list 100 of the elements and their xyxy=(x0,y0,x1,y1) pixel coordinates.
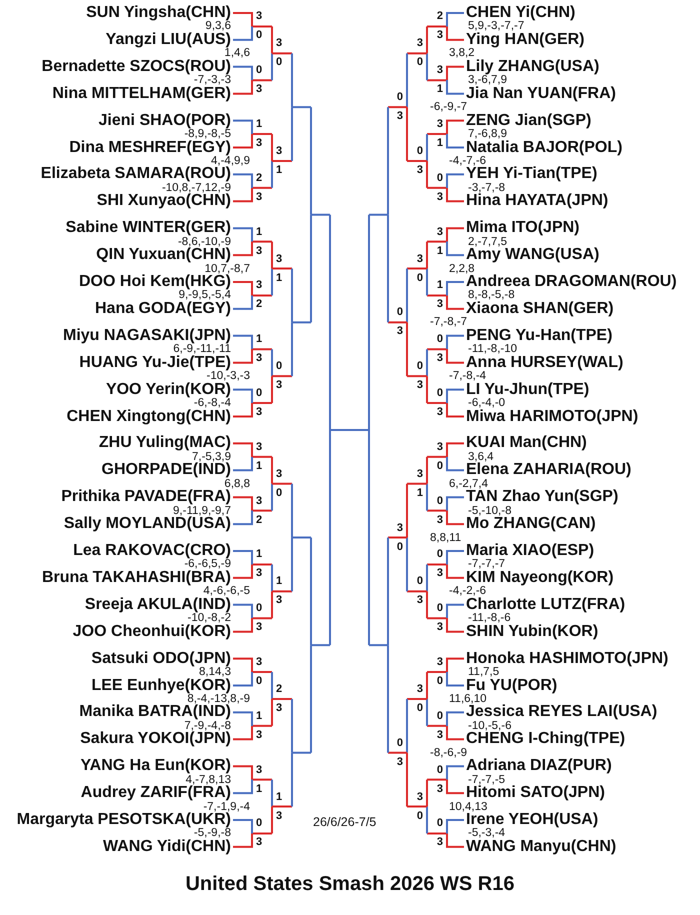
player-name: WANG Manyu(CHN) xyxy=(466,838,616,855)
title: United States Smash 2026 WS R16 xyxy=(184,872,516,896)
bracket-line xyxy=(233,496,253,526)
bracket-line xyxy=(446,66,464,95)
set-score: 3 xyxy=(256,442,262,453)
player-name: Bernadette SZOCS(ROU) xyxy=(42,58,231,75)
player-name: QIN Yuxuan(CHN) xyxy=(96,247,231,264)
set-score: 3 xyxy=(256,280,262,292)
game-scores: -8,-6,-9 xyxy=(430,748,468,758)
set-score: 3 xyxy=(436,730,443,741)
game-scores: -5,-10,-8 xyxy=(468,506,512,516)
player-name: Sally MOYLAND(USA) xyxy=(64,516,231,532)
set-score: 3 xyxy=(256,84,262,96)
player-name: Hitomi SATO(JPN) xyxy=(466,785,605,802)
bracket-line xyxy=(233,765,253,794)
player-name: Yangzi LIU(AUS) xyxy=(106,32,231,48)
game-scores: 8,-8,-5,-8 xyxy=(468,290,515,300)
game-scores: -10,8,-7,12,-9 xyxy=(162,182,231,193)
set-score: 3 xyxy=(396,326,403,338)
bracket-line xyxy=(233,12,253,41)
game-scores: -6,-9,-7 xyxy=(430,102,468,112)
bracket-line xyxy=(233,442,253,472)
bracket-line xyxy=(446,334,464,364)
set-score: 1 xyxy=(276,272,282,284)
game-scores: 8,14,3 xyxy=(199,667,231,678)
set-score: 3 xyxy=(276,595,282,606)
game-scores: 4,-7,8,13 xyxy=(186,774,231,785)
set-score: 1 xyxy=(256,119,262,130)
player-name: Margaryta PESOTSKA(UKR) xyxy=(16,812,231,828)
set-score: 3 xyxy=(256,730,262,741)
set-score: 3 xyxy=(436,65,443,76)
bracket-line xyxy=(446,658,464,686)
player-name: TAN Zhao Yun(SGP) xyxy=(466,489,618,506)
game-scores: 7,-5,3,9 xyxy=(192,452,231,462)
set-score: 0 xyxy=(436,676,443,688)
player-name: Fu YU(POR) xyxy=(466,678,558,694)
set-score: 0 xyxy=(396,92,403,104)
player-name: JOO Cheonhui(KOR) xyxy=(72,624,231,640)
set-score: 3 xyxy=(256,568,262,580)
player-name: Nina MITTELHAM(GER) xyxy=(52,86,231,102)
set-score: 3 xyxy=(436,784,443,795)
game-scores: 3,-6,7,9 xyxy=(468,75,507,86)
set-score: 0 xyxy=(436,764,443,776)
set-score: 3 xyxy=(256,764,262,776)
player-name: Anna HURSEY(WAL) xyxy=(466,354,624,371)
player-name: Andreea DRAGOMAN(ROU) xyxy=(466,274,677,290)
player-name: WANG Yidi(CHN) xyxy=(103,838,231,855)
player-name: Sakura YOKOI(JPN) xyxy=(80,731,231,748)
set-score: 0 xyxy=(396,307,403,318)
game-scores: -5,-9,-8 xyxy=(194,828,231,838)
set-score: 3 xyxy=(276,146,282,157)
set-score: 0 xyxy=(436,334,443,346)
bracket-line xyxy=(233,658,253,686)
set-score: 0 xyxy=(416,361,423,372)
player-name: Hina HAYATA(JPN) xyxy=(466,193,608,210)
set-score: 3 xyxy=(276,254,282,265)
game-scores: -7,-1,9,-4 xyxy=(203,802,250,812)
set-score: 0 xyxy=(436,496,443,507)
set-score: 0 xyxy=(436,818,443,830)
set-score: 1 xyxy=(276,792,282,803)
player-name: Satsuki ODO(JPN) xyxy=(91,650,231,667)
bracket-line xyxy=(233,550,253,579)
player-name: Mima ITO(JPN) xyxy=(466,220,580,236)
bracket-line xyxy=(446,173,464,202)
set-score: 0 xyxy=(396,738,403,749)
bracket-line xyxy=(233,711,253,740)
set-score: 0 xyxy=(416,57,423,68)
set-score: 3 xyxy=(416,684,423,695)
bracket-line xyxy=(446,120,464,148)
set-score: 0 xyxy=(256,676,262,688)
set-score: 3 xyxy=(416,254,423,265)
player-name: CHENG I-Ching(TPE) xyxy=(466,731,626,748)
game-scores: 2,2,8 xyxy=(449,264,475,274)
bracket-line xyxy=(446,227,464,256)
set-score: 0 xyxy=(436,172,443,184)
set-score: 0 xyxy=(396,542,403,553)
player-name: KIM Nayeong(KOR) xyxy=(466,570,614,586)
set-score: 0 xyxy=(256,603,262,614)
set-score: 0 xyxy=(256,30,262,42)
player-name: ZENG Jian(SGP) xyxy=(466,112,592,129)
set-score: 3 xyxy=(416,38,423,50)
player-name: Elena ZAHARIA(ROU) xyxy=(466,462,632,478)
set-score: 3 xyxy=(256,246,262,257)
player-name: Xiaona SHAN(GER) xyxy=(466,300,614,317)
set-score: 3 xyxy=(276,380,282,392)
player-name: Jia Nan YUAN(FRA) xyxy=(466,86,616,102)
game-scores: 6,8,8 xyxy=(224,478,250,489)
set-score: 1 xyxy=(256,784,262,795)
game-scores: 8,-4,-13,8,-9 xyxy=(187,694,250,704)
set-score: 1 xyxy=(436,138,443,150)
set-score: 3 xyxy=(436,657,443,668)
player-name: Charlotte LUTZ(FRA) xyxy=(466,596,626,613)
game-scores: -11,-8,-6 xyxy=(468,613,511,624)
game-scores: 9,3,6 xyxy=(205,21,231,32)
game-scores: 6,-9,-11,-11 xyxy=(173,344,231,354)
game-scores: 6,-2,7,4 xyxy=(449,478,488,489)
player-name: Miyu NAGASAKI(JPN) xyxy=(62,328,231,344)
set-score: 0 xyxy=(416,272,423,284)
player-name: Lily ZHANG(USA) xyxy=(466,58,600,75)
player-name: Maria XIAO(ESP) xyxy=(466,543,594,559)
